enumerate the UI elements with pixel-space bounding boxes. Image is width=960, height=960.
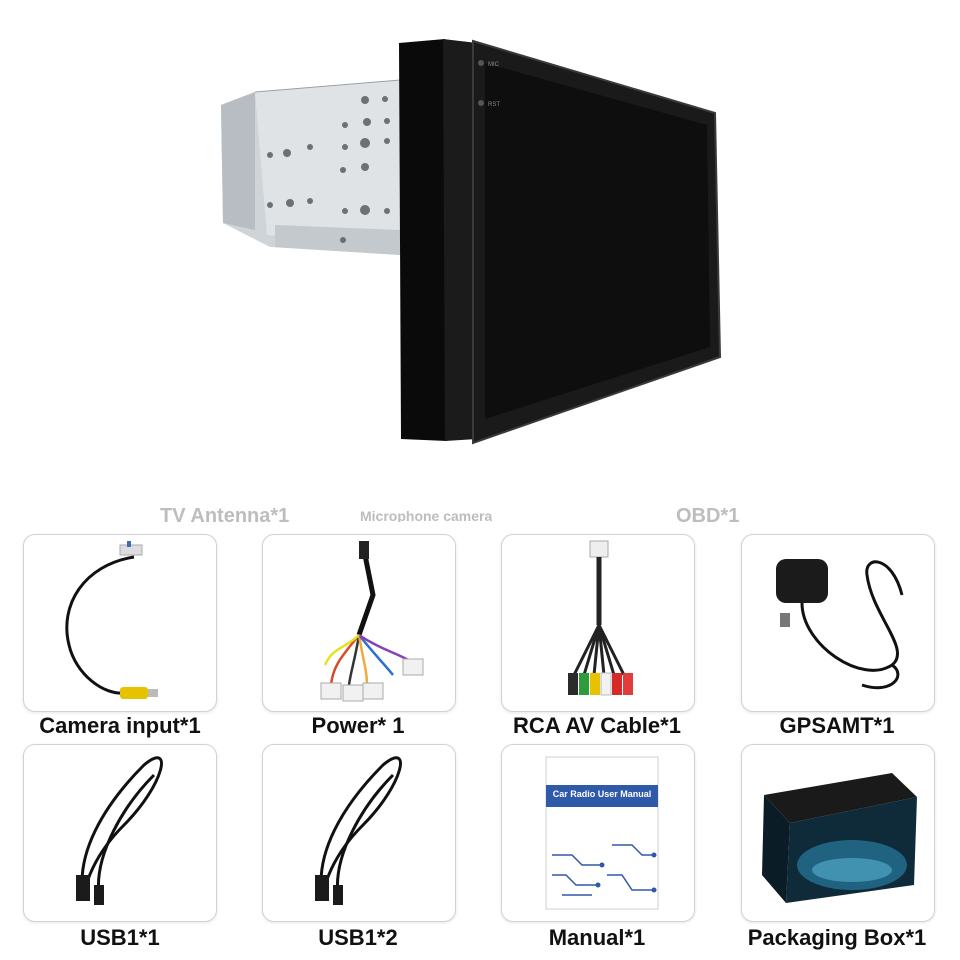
mic-label: MIC [488, 62, 500, 68]
manual-card [501, 744, 695, 922]
power-card [262, 534, 456, 712]
usb-cable-icon [76, 756, 163, 905]
usb1-card [23, 744, 217, 922]
manual-title: Car Radio User Manual [552, 789, 652, 799]
caption-rca-cable: RCA AV Cable*1 [513, 713, 681, 738]
rca-cable-icon [568, 540, 633, 696]
gps-antenna-icon [776, 559, 904, 690]
usb2-card [262, 744, 456, 922]
ghost-text-2: Microphone camera [360, 508, 493, 522]
power-harness-icon [320, 541, 424, 702]
camera-cable-icon [65, 541, 158, 699]
product-image: MIC RST [215, 35, 730, 445]
caption-usb2: USB1*2 [318, 925, 398, 950]
ghost-text-1: TV Antenna*1 [160, 508, 290, 522]
usb-cable-icon [315, 756, 402, 905]
rca-cable-card [501, 534, 695, 712]
caption-manual: Manual*1 [548, 925, 646, 950]
ghost-text-3: OBD*1 [676, 508, 740, 522]
manual-icon [545, 756, 659, 910]
reset-label: RST [488, 102, 500, 108]
camera-input-card [23, 534, 217, 712]
box-card [741, 744, 935, 922]
caption-usb1: USB1*1 [80, 925, 160, 950]
caption-box: Packaging Box*1 [747, 925, 927, 950]
caption-power: Power* 1 [311, 713, 405, 738]
gps-card [741, 534, 935, 712]
caption-gps: GPSAMT*1 [779, 713, 895, 738]
caption-camera-input: Camera input*1 [39, 713, 201, 738]
box-icon [762, 773, 917, 903]
